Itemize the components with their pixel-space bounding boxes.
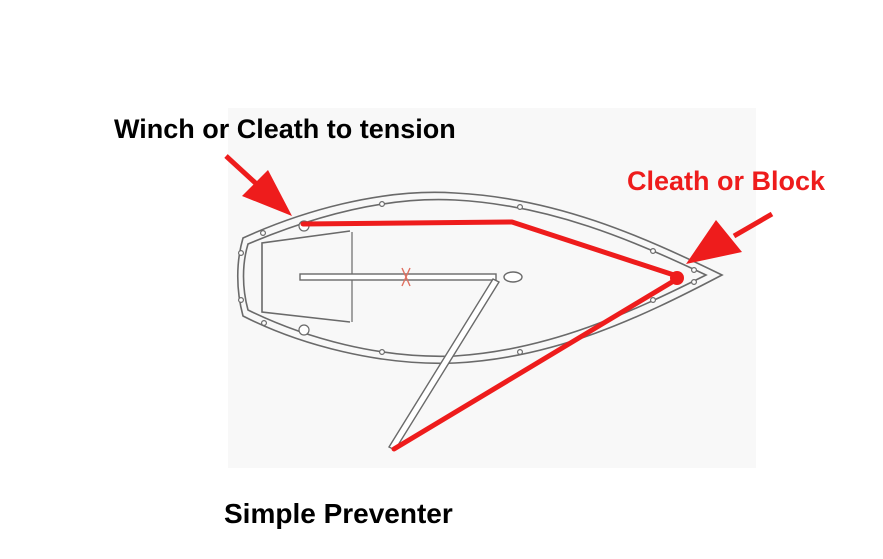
centerline-boom bbox=[299, 273, 497, 281]
preventer-tensioning-leg bbox=[300, 219, 680, 279]
cleat-block-point bbox=[670, 271, 684, 285]
mast bbox=[503, 271, 523, 283]
diagram-title: Simple Preventer bbox=[224, 498, 453, 529]
cleat-label: Cleath or Block bbox=[627, 166, 826, 196]
preventer-boom-leg bbox=[391, 276, 680, 452]
arrow-to-cleat bbox=[686, 211, 774, 264]
hull-fittings bbox=[238, 201, 697, 356]
traveler bbox=[401, 267, 411, 287]
hull-outline-outer bbox=[237, 191, 724, 365]
arrow-to-winch bbox=[224, 154, 292, 216]
winch-label: Winch or Cleath to tension bbox=[114, 114, 456, 144]
hull-outline-inner bbox=[242, 198, 708, 358]
hull bbox=[237, 191, 724, 365]
preventer-line bbox=[300, 219, 680, 452]
winch-fitting-aft bbox=[298, 324, 310, 336]
cockpit bbox=[261, 230, 351, 323]
